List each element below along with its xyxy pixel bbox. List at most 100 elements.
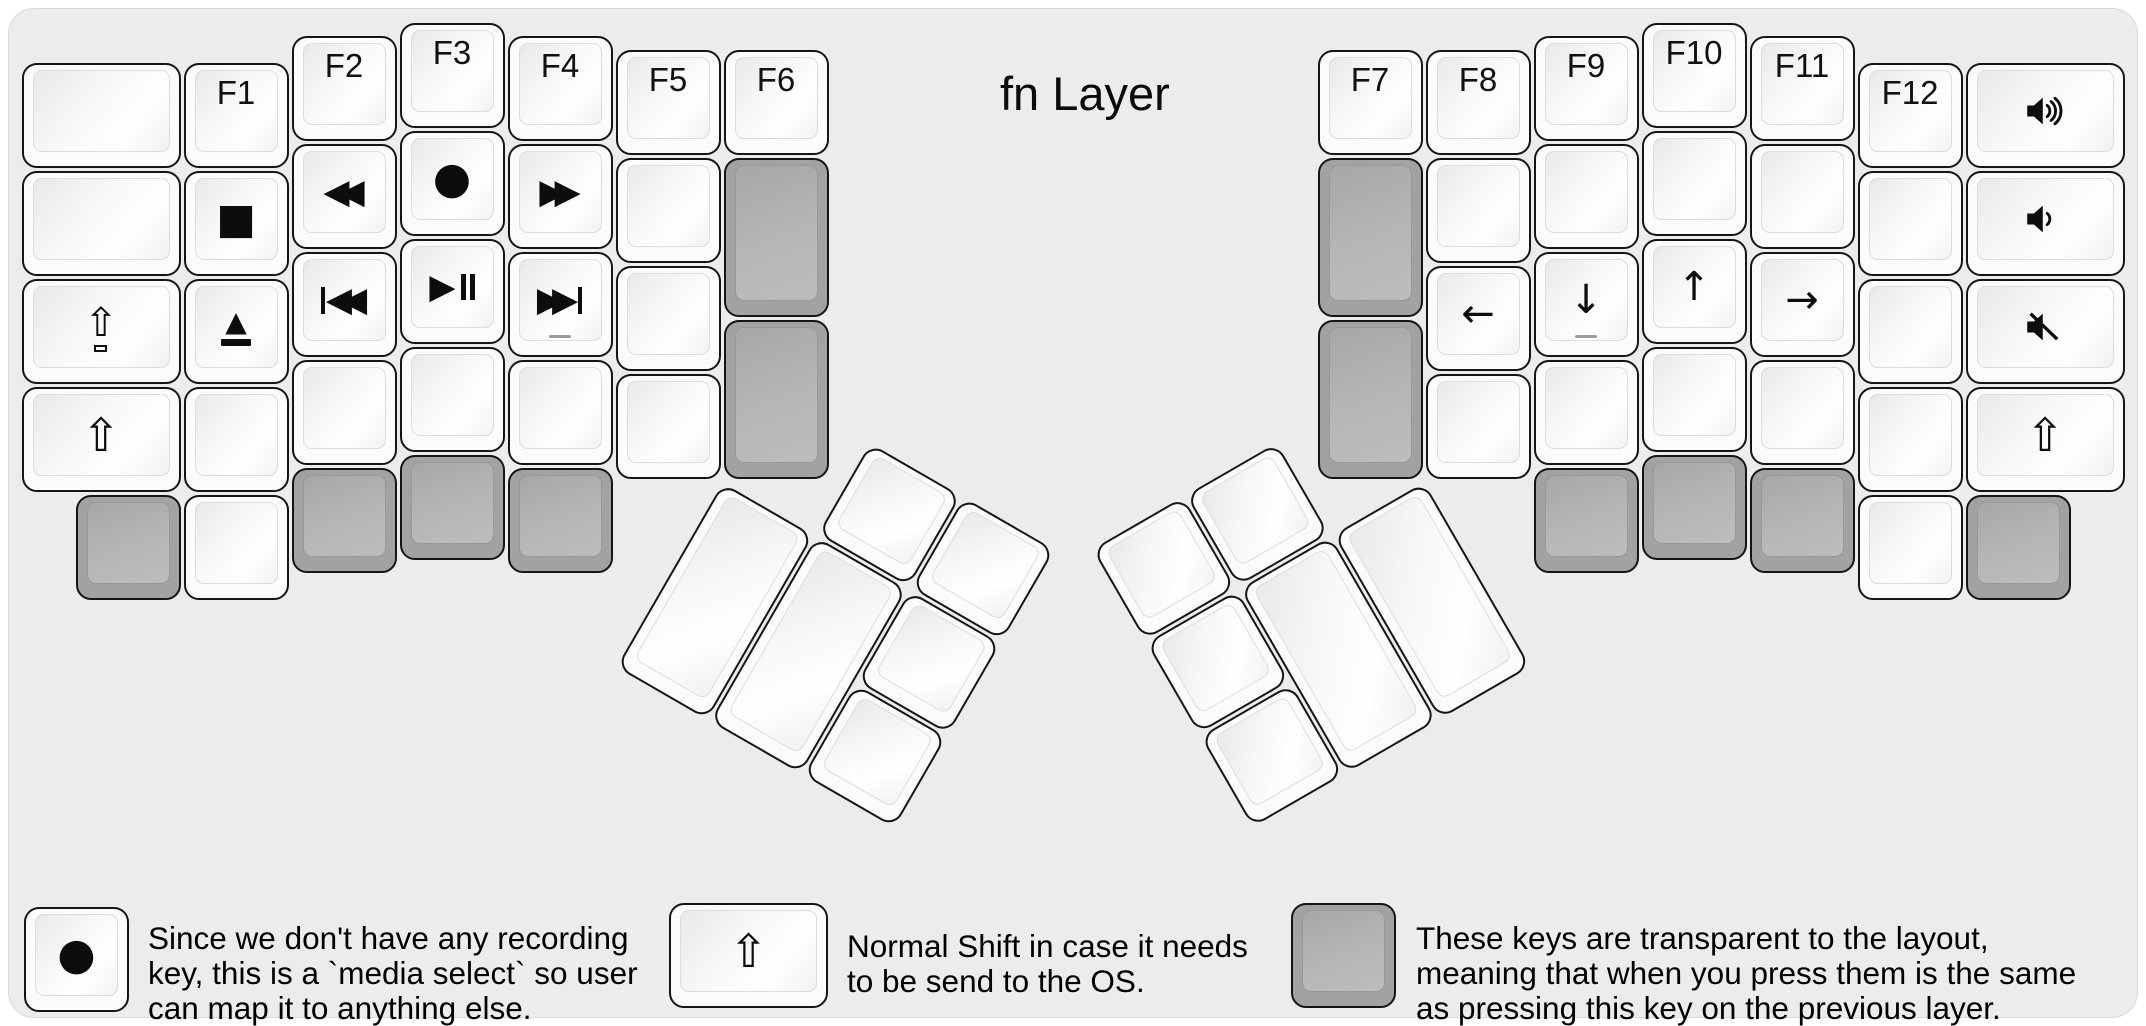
key-f8: F8 — [1425, 49, 1531, 155]
key-transparent — [291, 468, 397, 573]
key-rewind: ◀◀ — [291, 144, 397, 249]
bar — [94, 344, 108, 352]
key-transparent — [723, 319, 829, 479]
f1-label: F1 — [216, 74, 256, 111]
key-blank — [399, 346, 505, 452]
legend-text-line: key, this is a `media select` so user — [148, 955, 638, 991]
key-blank — [1425, 373, 1531, 479]
key-fast-forward: ▶▶ — [507, 144, 613, 249]
f8-label: F8 — [1458, 60, 1498, 98]
key-blank: ⇧ — [669, 903, 828, 1008]
key-f10: F10 — [1641, 22, 1747, 128]
key-caps-shift: ⇧ — [21, 279, 181, 384]
legend-transparent-keys-text: These keys are transparent to the layout… — [1416, 921, 2076, 1026]
f4-label: F4 — [540, 47, 580, 84]
record-icon: ● — [432, 152, 472, 204]
key-eject: ▲ — [183, 279, 289, 384]
key-f6: F6 — [723, 49, 829, 155]
arrow-down-icon: ↓ — [1569, 277, 1603, 323]
key-arrow-up: ↑ — [1641, 238, 1747, 344]
legend-text-line: Since we don't have any recording — [148, 920, 629, 956]
key-blank — [1425, 157, 1531, 263]
bar — [320, 286, 325, 314]
key-shift: ⇧ — [1965, 387, 2125, 492]
arrow-left-icon: ← — [1461, 290, 1495, 337]
arrow-up-icon: ↑ — [1677, 263, 1711, 310]
legend-text-line: can map it to anything else. — [148, 990, 532, 1026]
homing-dash — [549, 334, 571, 338]
legend-text-line: meaning that when you press them is the … — [1416, 955, 2077, 991]
key-f12: F12 — [1857, 63, 1963, 168]
key-blank — [615, 265, 721, 371]
shift-bar-icon: ⇧ — [84, 303, 118, 352]
record-icon: ● — [57, 929, 96, 980]
key-transparent — [399, 454, 505, 560]
key-blank — [507, 360, 613, 465]
key-blank — [615, 157, 721, 263]
eject-icon: ▲ — [221, 308, 251, 346]
shift-icon: ⇧ — [2025, 408, 2065, 462]
legend-text-line: These keys are transparent to the layout… — [1416, 920, 1989, 956]
key-blank — [1533, 144, 1639, 249]
key-transparent — [1641, 454, 1747, 560]
key-f11: F11 — [1749, 36, 1855, 141]
play-pause-icon: ▶ — [429, 270, 475, 304]
key-next-track: ▶▶ — [507, 252, 613, 357]
rewind-icon: ◀◀ — [323, 172, 364, 212]
key-volume-up — [1965, 63, 2125, 168]
key-transparent — [1317, 319, 1423, 479]
key-arrow-down: ↓ — [1533, 252, 1639, 357]
key-blank — [183, 495, 289, 600]
key-f4: F4 — [507, 36, 613, 141]
f6-label: F6 — [756, 60, 796, 98]
key-blank — [1641, 130, 1747, 236]
legend-text-line: as pressing this key on the previous lay… — [1416, 990, 2001, 1026]
key-transparent — [1317, 157, 1423, 317]
f9-label: F9 — [1566, 47, 1606, 84]
homing-dash — [1575, 334, 1597, 338]
key-blank — [615, 373, 721, 479]
shift-icon: ⇧ — [81, 408, 121, 462]
key-mute — [1965, 279, 2125, 384]
f2-label: F2 — [324, 47, 364, 84]
key-blank — [291, 360, 397, 465]
f7-label: F7 — [1350, 60, 1390, 98]
key-blank — [1641, 346, 1747, 452]
f3-label: F3 — [432, 33, 472, 71]
f12-label: F12 — [1881, 74, 1939, 111]
layer-title: fn Layer — [1000, 67, 1170, 120]
key-blank — [1533, 360, 1639, 465]
key-transparent — [507, 468, 613, 573]
key-f3: F3 — [399, 22, 505, 128]
key-blank: ● — [24, 907, 129, 1012]
key-blank — [21, 63, 181, 168]
key-transparent — [1533, 468, 1639, 573]
key-f2: F2 — [291, 36, 397, 141]
key-prev-track: ◀◀ — [291, 252, 397, 357]
key-blank — [21, 171, 181, 276]
key-blank — [1857, 387, 1963, 492]
key-shift: ⇧ — [21, 387, 181, 492]
key-transparent — [75, 495, 181, 600]
bar — [460, 273, 466, 300]
key-blank — [183, 387, 289, 492]
prev-track-icon: ◀◀ — [320, 283, 367, 317]
key-f1: F1 — [183, 63, 289, 168]
legend-text-line: to be send to the OS. — [847, 963, 1145, 999]
key-blank — [1857, 495, 1963, 600]
bar — [221, 339, 251, 346]
key-blank — [1749, 360, 1855, 465]
key-f9: F9 — [1533, 36, 1639, 141]
key-f5: F5 — [615, 49, 721, 155]
mute-icon — [2027, 312, 2059, 341]
key-transparent — [1749, 468, 1855, 573]
volume-down-icon — [2027, 205, 2052, 233]
volume-up-icon — [2027, 96, 2063, 126]
legend-text-line: Normal Shift in case it needs — [847, 928, 1248, 964]
f11-label: F11 — [1774, 47, 1830, 84]
key-transparent — [723, 157, 829, 317]
key-transparent — [1965, 495, 2071, 600]
